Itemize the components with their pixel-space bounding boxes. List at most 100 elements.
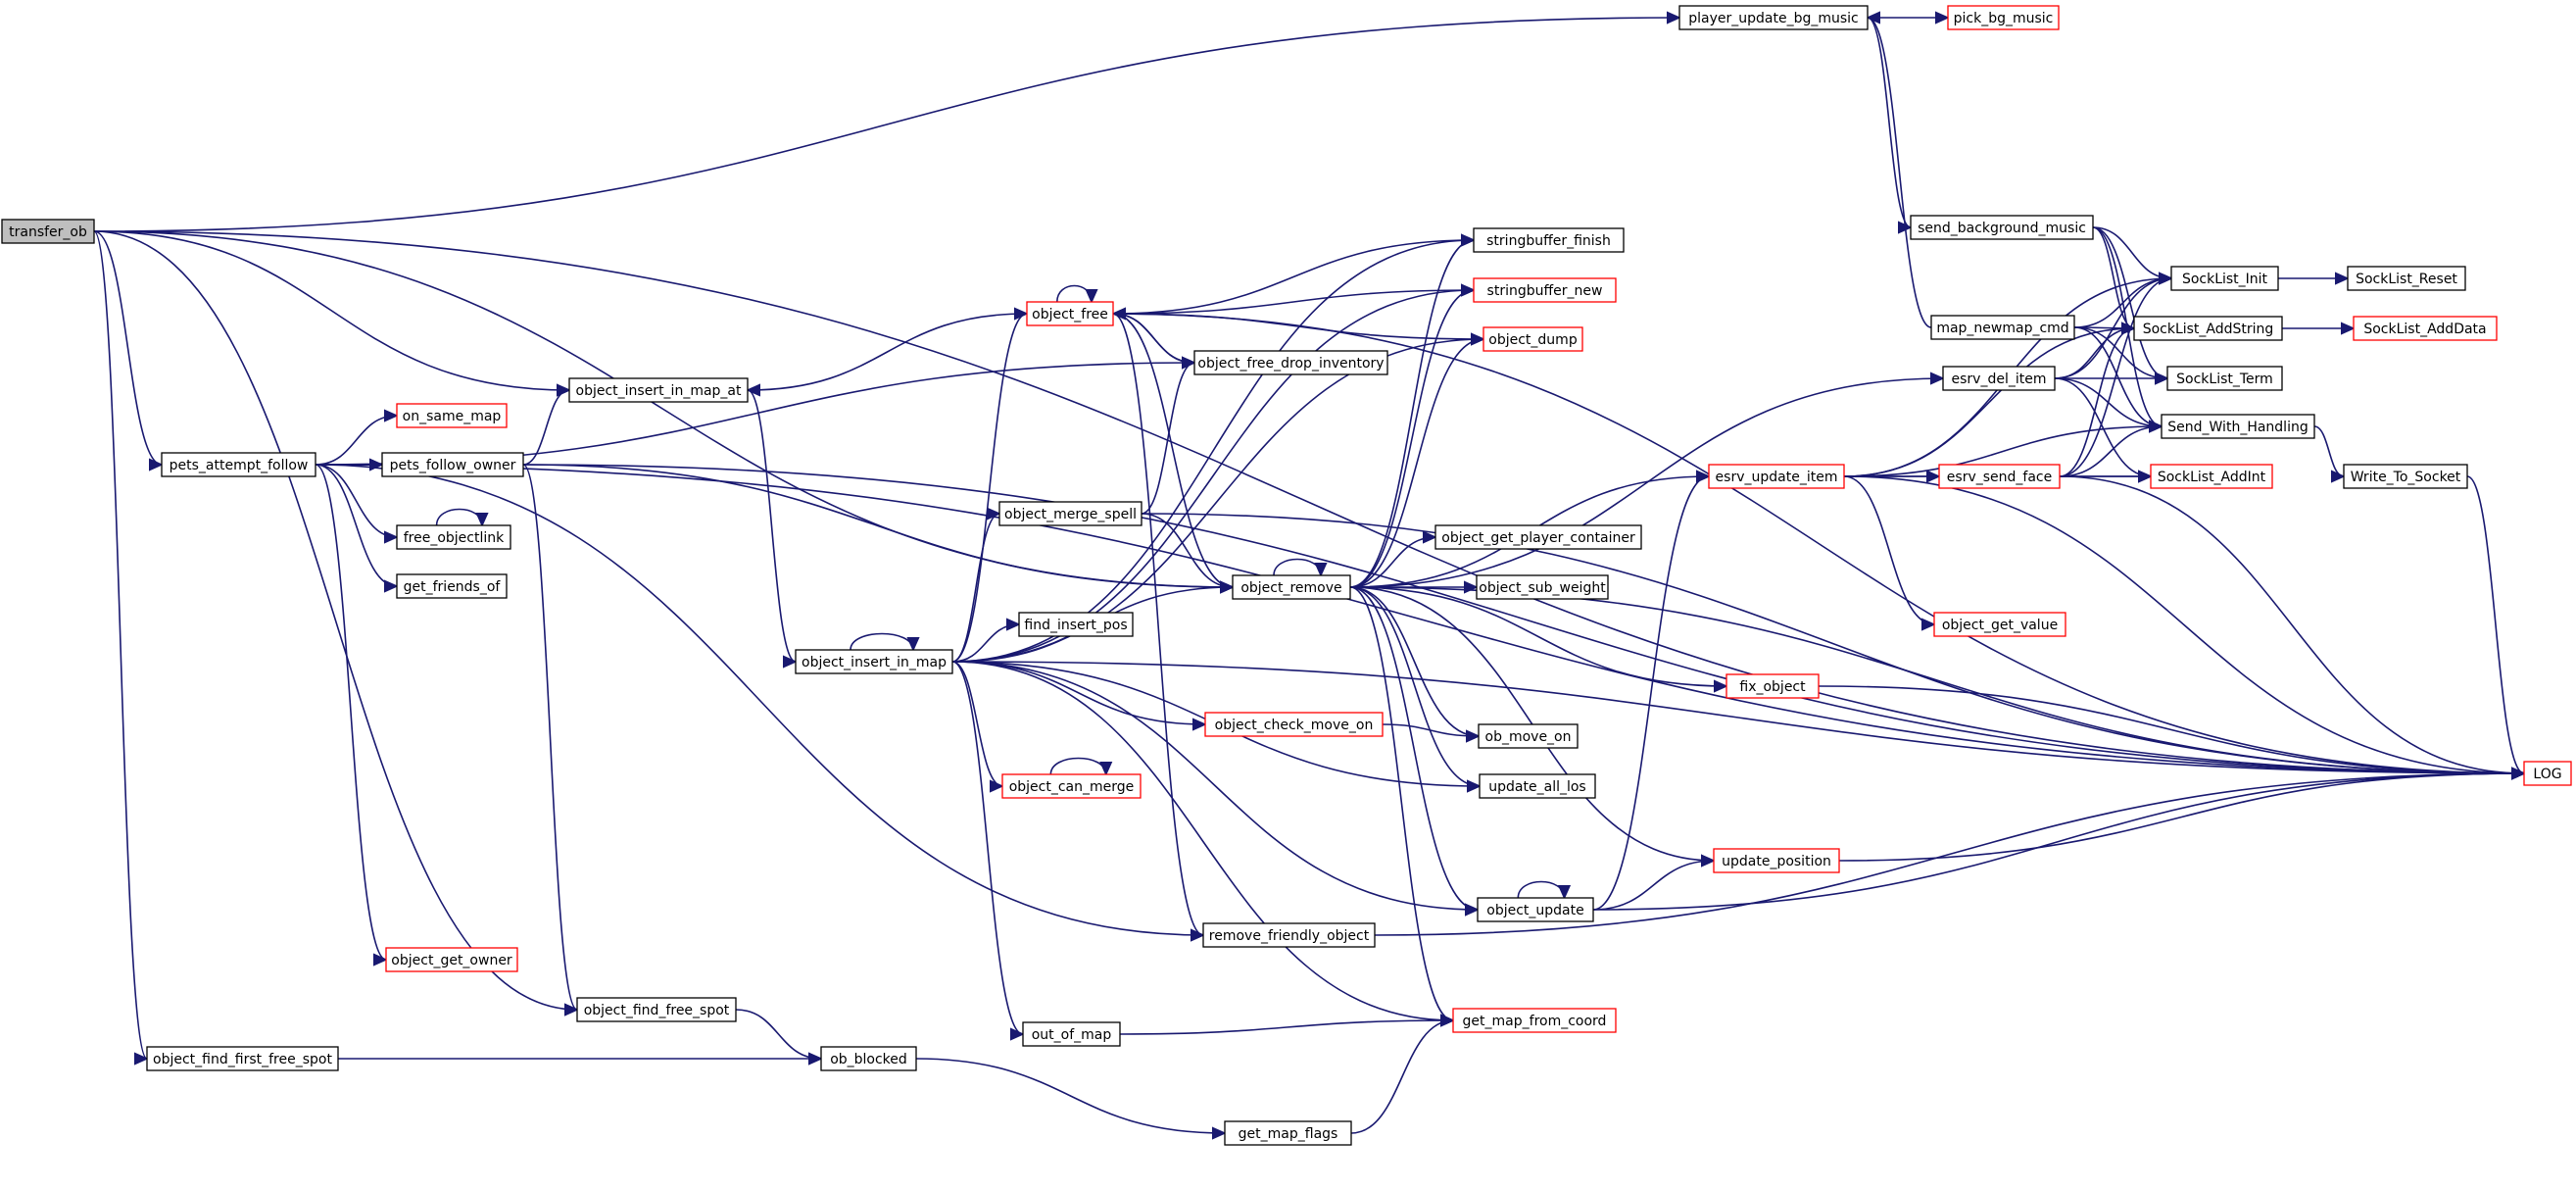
node-box[interactable] <box>1938 464 2061 489</box>
node-box[interactable] <box>1678 5 1869 30</box>
node-box[interactable] <box>396 403 508 428</box>
node-box[interactable] <box>161 452 316 477</box>
node-pick_bg_music[interactable]: pick_bg_music <box>1947 5 2060 30</box>
node-box[interactable] <box>2523 761 2572 786</box>
node-object_free[interactable]: object_free <box>1026 301 1114 326</box>
node-get_map_flags[interactable]: get_map_flags <box>1224 1120 1352 1146</box>
node-SockList_Term[interactable]: SockList_Term <box>2166 366 2283 391</box>
node-object_find_free_spot[interactable]: object_find_free_spot <box>576 997 737 1022</box>
node-box[interactable] <box>1 219 95 244</box>
node-box[interactable] <box>1476 574 1609 600</box>
node-box[interactable] <box>1204 712 1384 737</box>
node-object_update[interactable]: object_update <box>1477 897 1594 922</box>
node-box[interactable] <box>2166 366 2283 391</box>
node-box[interactable] <box>1232 574 1351 600</box>
node-box[interactable] <box>1001 773 1142 799</box>
node-box[interactable] <box>576 997 737 1022</box>
node-box[interactable] <box>2161 414 2315 439</box>
node-object_get_owner[interactable]: object_get_owner <box>385 947 518 972</box>
node-find_insert_pos[interactable]: find_insert_pos <box>1018 612 1134 637</box>
node-SockList_AddInt[interactable]: SockList_AddInt <box>2150 464 2273 489</box>
node-box[interactable] <box>1202 922 1376 948</box>
node-box[interactable] <box>1930 315 2075 340</box>
node-SockList_AddData[interactable]: SockList_AddData <box>2353 316 2498 341</box>
node-box[interactable] <box>1910 215 2094 240</box>
node-box[interactable] <box>1473 277 1617 303</box>
node-box[interactable] <box>1193 350 1388 375</box>
node-object_insert_in_map[interactable]: object_insert_in_map <box>795 649 953 674</box>
node-esrv_send_face[interactable]: esrv_send_face <box>1938 464 2061 489</box>
node-pets_attempt_follow[interactable]: pets_attempt_follow <box>161 452 316 477</box>
node-object_sub_weight[interactable]: object_sub_weight <box>1476 574 1609 600</box>
node-pets_follow_owner[interactable]: pets_follow_owner <box>381 452 524 477</box>
node-get_friends_of[interactable]: get_friends_of <box>396 573 508 599</box>
node-Write_To_Socket[interactable]: Write_To_Socket <box>2343 464 2468 489</box>
node-object_get_value[interactable]: object_get_value <box>1933 612 2066 637</box>
node-out_of_map[interactable]: out_of_map <box>1022 1021 1121 1047</box>
node-box[interactable] <box>1479 773 1596 799</box>
node-map_newmap_cmd[interactable]: map_newmap_cmd <box>1930 315 2075 340</box>
node-send_background_music[interactable]: send_background_music <box>1910 215 2094 240</box>
node-box[interactable] <box>1482 326 1583 352</box>
node-box[interactable] <box>2347 266 2466 291</box>
node-get_map_from_coord[interactable]: get_map_from_coord <box>1452 1008 1617 1033</box>
node-box[interactable] <box>381 452 524 477</box>
node-box[interactable] <box>2353 316 2498 341</box>
node-box[interactable] <box>1224 1120 1352 1146</box>
node-SockList_AddString[interactable]: SockList_AddString <box>2133 316 2283 341</box>
node-SockList_Init[interactable]: SockList_Init <box>2170 266 2279 291</box>
node-object_insert_in_map_at[interactable]: object_insert_in_map_at <box>568 377 749 403</box>
node-box[interactable] <box>1477 897 1594 922</box>
node-box[interactable] <box>1478 723 1579 749</box>
node-object_can_merge[interactable]: object_can_merge <box>1001 773 1142 799</box>
node-ob_blocked[interactable]: ob_blocked <box>820 1046 917 1071</box>
node-box[interactable] <box>146 1046 339 1071</box>
node-update_all_los[interactable]: update_all_los <box>1479 773 1596 799</box>
node-box[interactable] <box>1947 5 2060 30</box>
node-object_merge_spell[interactable]: object_merge_spell <box>998 501 1142 526</box>
node-box[interactable] <box>396 524 511 550</box>
node-object_remove[interactable]: object_remove <box>1232 574 1351 600</box>
node-box[interactable] <box>795 649 953 674</box>
node-box[interactable] <box>2133 316 2283 341</box>
node-box[interactable] <box>1713 848 1840 873</box>
node-object_get_player_container[interactable]: object_get_player_container <box>1434 524 1642 550</box>
node-box[interactable] <box>2170 266 2279 291</box>
node-Send_With_Handling[interactable]: Send_With_Handling <box>2161 414 2315 439</box>
node-box[interactable] <box>998 501 1142 526</box>
node-remove_friendly_object[interactable]: remove_friendly_object <box>1202 922 1376 948</box>
node-box[interactable] <box>396 573 508 599</box>
node-stringbuffer_new[interactable]: stringbuffer_new <box>1473 277 1617 303</box>
node-on_same_map[interactable]: on_same_map <box>396 403 508 428</box>
node-update_position[interactable]: update_position <box>1713 848 1840 873</box>
node-box[interactable] <box>568 377 749 403</box>
node-box[interactable] <box>1018 612 1134 637</box>
node-box[interactable] <box>385 947 518 972</box>
node-player_update_bg_music[interactable]: player_update_bg_music <box>1678 5 1869 30</box>
node-box[interactable] <box>1708 464 1845 489</box>
node-fix_object[interactable]: fix_object <box>1725 673 1820 699</box>
node-box[interactable] <box>1933 612 2066 637</box>
node-box[interactable] <box>2343 464 2468 489</box>
node-box[interactable] <box>2150 464 2273 489</box>
node-box[interactable] <box>1725 673 1820 699</box>
node-stringbuffer_finish[interactable]: stringbuffer_finish <box>1473 227 1625 253</box>
node-esrv_update_item[interactable]: esrv_update_item <box>1708 464 1845 489</box>
node-box[interactable] <box>1473 227 1625 253</box>
node-object_free_drop_inventory[interactable]: object_free_drop_inventory <box>1193 350 1388 375</box>
node-free_objectlink[interactable]: free_objectlink <box>396 524 511 550</box>
node-object_find_first_free_spot[interactable]: object_find_first_free_spot <box>146 1046 339 1071</box>
node-box[interactable] <box>1942 366 2056 391</box>
node-ob_move_on[interactable]: ob_move_on <box>1478 723 1579 749</box>
node-box[interactable] <box>1434 524 1642 550</box>
node-object_check_move_on[interactable]: object_check_move_on <box>1204 712 1384 737</box>
node-box[interactable] <box>1452 1008 1617 1033</box>
node-box[interactable] <box>1022 1021 1121 1047</box>
node-SockList_Reset[interactable]: SockList_Reset <box>2347 266 2466 291</box>
node-box[interactable] <box>1026 301 1114 326</box>
node-esrv_del_item[interactable]: esrv_del_item <box>1942 366 2056 391</box>
node-box[interactable] <box>820 1046 917 1071</box>
node-LOG[interactable]: LOG <box>2523 761 2572 786</box>
node-object_dump[interactable]: object_dump <box>1482 326 1583 352</box>
node-transfer_ob[interactable]: transfer_ob <box>1 219 95 244</box>
